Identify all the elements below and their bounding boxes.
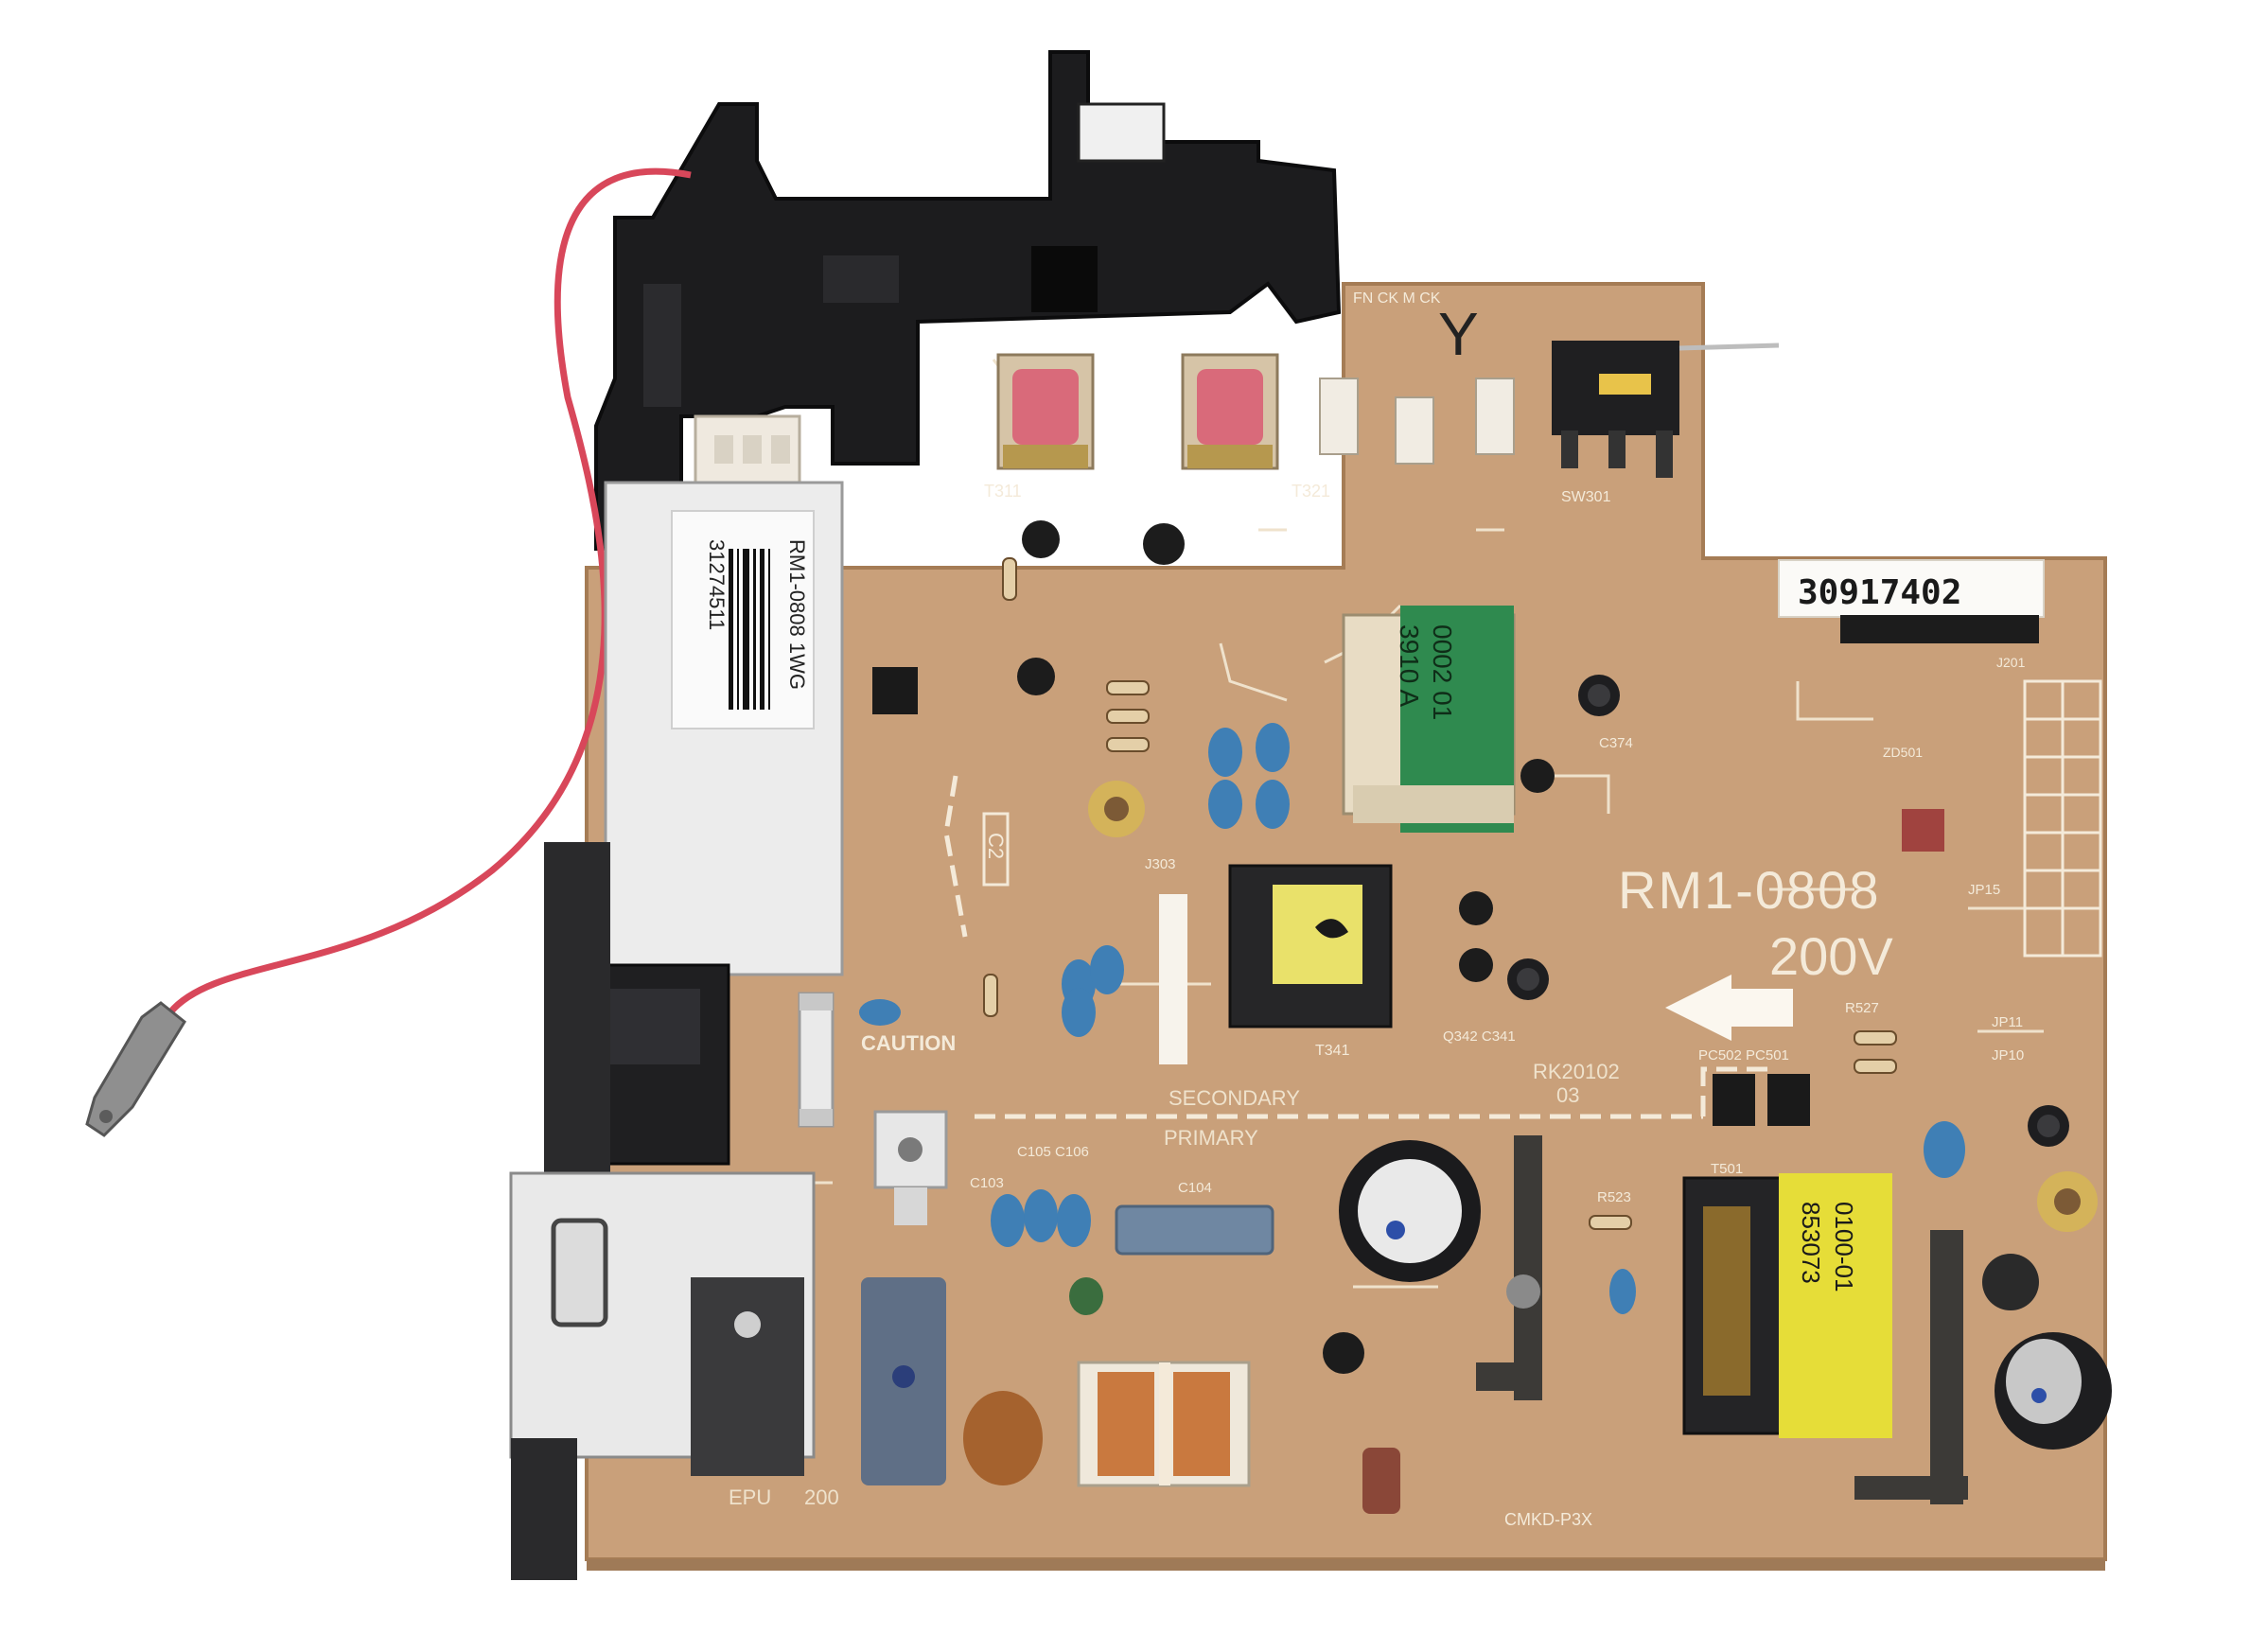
isolation-line-vertical (1700, 1066, 1769, 1116)
module-housing-slot (606, 989, 700, 1064)
thermistor (1362, 1448, 1400, 1514)
ref-j201: J201 (1996, 655, 2026, 670)
test-pad-grid (2023, 679, 2102, 958)
heatsink-tab (873, 1110, 948, 1225)
ref-pc502: PC502 PC501 (1698, 1047, 1789, 1063)
transformer-yellow-line2: 853073 (1797, 1202, 1825, 1284)
optocoupler (872, 667, 1810, 1126)
ref-t321: T321 (1292, 482, 1330, 501)
ref-r523: R523 (1597, 1189, 1631, 1205)
ref-q342: Q342 C341 (1443, 1028, 1516, 1045)
module-label-line1: RM1-0808 1WG (785, 539, 809, 690)
ref-r527: R527 (1845, 1000, 1879, 1016)
bulk-capacitor (1339, 1140, 1481, 1282)
serial-number: 30917402 (1798, 573, 1961, 612)
wire-lug-hole (99, 1110, 113, 1123)
ref-t501: T501 (1711, 1161, 1743, 1177)
ref-j303: J303 (1145, 856, 1176, 872)
transformer-green (1342, 606, 1516, 833)
label-c2: C2 (984, 833, 1008, 859)
red-wire (167, 167, 692, 1015)
metal-strip-bottom (511, 1438, 577, 1580)
bracket-slot (1031, 246, 1098, 312)
ref-c103: C103 (970, 1175, 1004, 1191)
transformer-green-line2: 3910 A (1395, 624, 1424, 708)
fuse (798, 992, 835, 1128)
ref-sw301: SW301 (1561, 489, 1611, 505)
isolation-line-left (943, 775, 968, 938)
zone-secondary: SECONDARY (1169, 1086, 1300, 1110)
red-capacitor (1902, 809, 1944, 852)
transformer-t501 (1682, 1173, 1892, 1438)
ref-jp11: JP11 (1992, 1014, 2023, 1030)
board-revision: RK20102 (1533, 1060, 1620, 1083)
electrolytic-capacitor (1507, 675, 2069, 1147)
metal-bracket-left (544, 842, 610, 1173)
transformer-t341 (1228, 864, 1393, 1028)
marker-mark: Y (1438, 300, 1479, 368)
connector-pin (771, 435, 790, 464)
sticker-strip (1159, 894, 1187, 1064)
bracket-tab (1077, 102, 1166, 163)
bracket-rib (643, 284, 681, 407)
green-capacitor (1069, 1277, 1103, 1315)
epu-code: 200 (804, 1485, 839, 1509)
cert-mark: CMKD-P3X (1504, 1510, 1592, 1529)
varistor-block (861, 1277, 946, 1485)
ref-jp10: JP10 (1992, 1047, 2024, 1063)
board-revision-sub: 03 (1556, 1083, 1579, 1107)
connector-labels: FN CK M CK (1353, 290, 1441, 307)
switch-bracket (691, 1277, 804, 1476)
disc-capacitor (963, 1391, 1043, 1485)
film-capacitor-c104 (1115, 1204, 1274, 1256)
ribbon-connector-j201 (1840, 615, 2039, 643)
rectifier-heatsink (1854, 1230, 2039, 1504)
ceramic-capacitor (859, 723, 1965, 1314)
mounting-tab (2037, 1171, 2098, 1232)
switch-button (551, 1218, 608, 1327)
connector-pin (743, 435, 762, 464)
ref-c374: C374 (1599, 735, 1633, 751)
barcode (729, 549, 770, 710)
pcb-board-edge (587, 1559, 2105, 1571)
ref-t341: T341 (1315, 1043, 1350, 1059)
connector-strip (1319, 378, 1515, 465)
arrow-marking (1665, 975, 1793, 1041)
mosfet-heatsink (1476, 1135, 1542, 1400)
c2-box (982, 812, 1010, 887)
module-label-line2: 31274511 (705, 539, 729, 630)
ref-t311: T311 (984, 482, 1022, 501)
ref-zd501: ZD501 (1883, 745, 1923, 760)
wire-lug (85, 1001, 186, 1137)
bracket-screw (734, 1311, 761, 1338)
caution-label: CAUTION (861, 1031, 956, 1055)
zone-primary: PRIMARY (1164, 1126, 1258, 1150)
output-capacitor (1995, 1332, 2112, 1450)
board-part-number: RM1-0808 (1618, 860, 1880, 920)
bracket-slot (823, 255, 899, 303)
board-voltage: 200V (1769, 926, 1893, 986)
epu-label: EPU (729, 1485, 771, 1509)
common-mode-choke (1077, 1361, 1251, 1487)
ref-jp15: JP15 (1968, 882, 2000, 898)
transistor-bottom (1323, 1332, 1364, 1374)
transformer-yellow-line1: 0100-01 (1830, 1202, 1858, 1292)
ref-c105: C105 C106 (1017, 1144, 1089, 1160)
transformer-t311 (996, 353, 1095, 470)
connector-pin (714, 435, 733, 464)
transformer-t321 (1181, 353, 1279, 470)
resistor (983, 557, 1897, 1230)
ref-c104: C104 (1178, 1180, 1212, 1196)
transformer-green-line1: 0002 01 (1428, 624, 1457, 720)
mounting-tab (1088, 781, 1145, 837)
micro-switch (1552, 341, 1780, 478)
